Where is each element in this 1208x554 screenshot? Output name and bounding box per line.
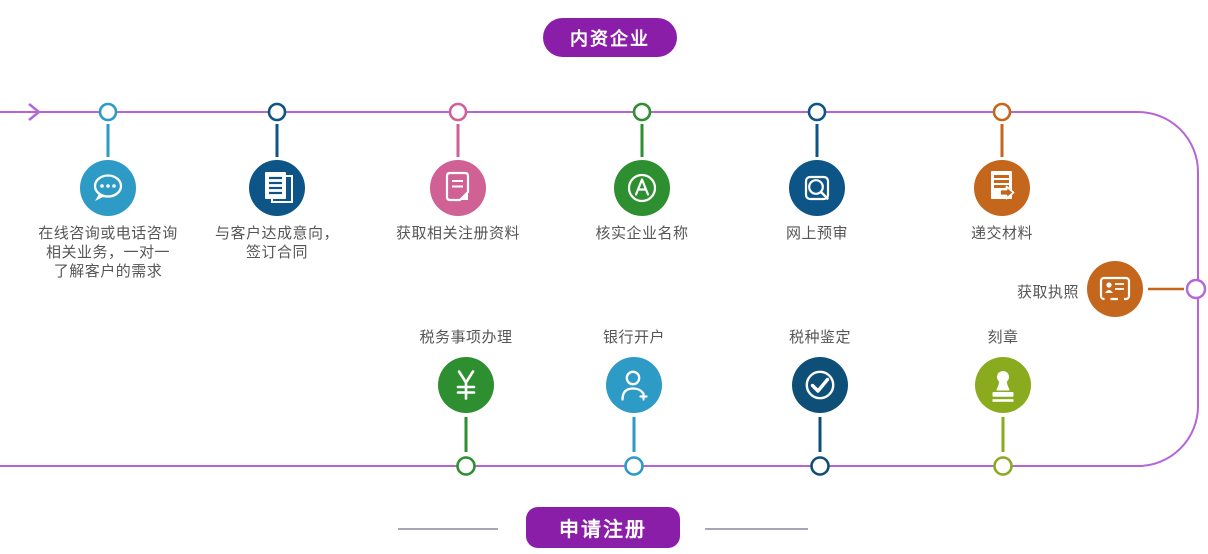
yuan-icon <box>438 357 494 413</box>
step-tax-matters <box>438 357 494 476</box>
timeline-node <box>807 102 827 122</box>
step-sign-contract <box>249 102 305 216</box>
timeline-node <box>993 456 1013 476</box>
person-add-icon <box>606 357 662 413</box>
stamp-icon <box>975 357 1031 413</box>
check-circle-icon <box>792 357 848 413</box>
step-tax-type <box>792 357 848 476</box>
badge-divider-left <box>398 528 498 530</box>
timeline-node <box>810 456 830 476</box>
step-get-license <box>1087 261 1207 317</box>
chat-bubble-icon <box>80 160 136 216</box>
step-seal-engraving <box>975 357 1031 476</box>
step-label-online-consult: 在线咨询或电话咨询 相关业务，一对一 了解客户的需求 <box>38 225 178 280</box>
step-verify-name <box>614 102 670 216</box>
timeline-node <box>624 456 644 476</box>
badge-bottom-label: 申请注册 <box>559 519 647 541</box>
contract-pages-icon <box>249 160 305 216</box>
step-label-verify-name: 核实企业名称 <box>595 225 689 242</box>
timeline-node <box>448 102 468 122</box>
badge-apply-registration: 申请注册 <box>526 507 680 548</box>
step-submit-materials <box>974 102 1030 216</box>
document-notes-icon <box>430 160 486 216</box>
step-label-tax-type: 税种鉴定 <box>788 329 851 346</box>
step-label-bank-account: 银行开户 <box>602 329 665 346</box>
timeline-node <box>632 102 652 122</box>
step-label-seal-engraving: 刻章 <box>987 329 1019 346</box>
letter-a-circle-icon <box>614 160 670 216</box>
timeline-node <box>456 456 476 476</box>
timeline-node <box>1185 278 1207 300</box>
badge-top-label: 内资企业 <box>570 28 650 49</box>
step-get-materials <box>430 102 486 216</box>
step-label-sign-contract: 与客户达成意向， 签订合同 <box>214 225 339 261</box>
step-label-tax-matters: 税务事项办理 <box>419 329 513 346</box>
badge-divider-right <box>705 528 808 530</box>
step-label-get-license: 获取执照 <box>1016 284 1079 301</box>
license-card-icon <box>1087 261 1143 317</box>
document-search-icon <box>789 160 845 216</box>
step-label-get-materials: 获取相关注册资料 <box>395 225 520 242</box>
step-bank-account <box>606 357 662 476</box>
step-label-submit-materials: 递交材料 <box>970 225 1033 242</box>
badge-domestic-enterprise: 内资企业 <box>543 18 677 57</box>
step-label-online-review: 网上预审 <box>785 225 848 242</box>
step-online-review <box>789 102 845 216</box>
timeline-node <box>267 102 287 122</box>
timeline-arrow-icon <box>28 103 42 121</box>
timeline-node <box>992 102 1012 122</box>
document-submit-icon <box>974 160 1030 216</box>
step-online-consult <box>80 102 136 216</box>
timeline-node <box>98 102 118 122</box>
